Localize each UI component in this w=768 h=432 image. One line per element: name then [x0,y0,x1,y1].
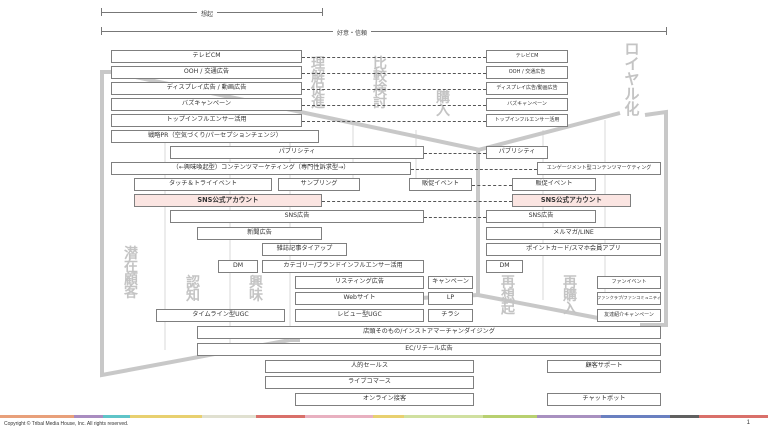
box-in-store: 店頭そのもの/インストアマーチャンダイジング [197,326,661,339]
connector-buzz [302,105,486,106]
stripe-segment [304,415,374,418]
box-right-referral: 友達紹介キャンペーン [597,309,661,322]
box-right-display: ディスプレイ広告/動画広告 [486,82,568,95]
stage-understanding: 理解促進 [311,56,325,111]
funnel-left-edge [100,70,291,378]
range-end-tick [322,8,323,16]
connector-content [411,169,537,170]
page-number: 1 [746,420,750,426]
footer-color-stripe [0,415,768,418]
connector-publicity [424,153,486,154]
funnel-right-arm [477,111,621,152]
stripe-segment [373,415,405,418]
connector-ooh [302,73,486,74]
box-buzz: バズキャンペーン [111,98,302,111]
copyright-text: Copyright © Tribal Media House, Inc. All… [4,421,129,427]
box-promo-event: 販促イベント [409,178,472,191]
box-right-fan-club: ファンクラブ/ファンコミュニティ [597,292,661,305]
box-right-top-influencer: トップインフルエンサー活用 [486,114,568,127]
range-recall: 想起 [101,9,323,18]
box-dm: DM [218,260,258,273]
stripe-segment [255,415,305,418]
box-top-influencer: トップインフルエンサー活用 [111,114,302,127]
box-display: ディスプレイ広告 / 動画広告 [111,82,302,95]
box-sns-ads: SNS広告 [170,210,424,223]
range-favorability: 好意・信頼 [101,28,667,37]
funnel-bottom-slope [477,293,599,320]
box-live-commerce: ライブコマース [265,376,474,389]
stripe-segment [670,415,699,418]
stripe-segment [404,415,484,418]
funnel-right-edge [640,109,668,327]
box-flyer: チラシ [428,309,473,322]
box-content-marketing: （←興味喚起型）コンテンツマーケティング（専門性訴求型→） [111,162,411,175]
range-start-tick [101,27,102,35]
stripe-segment [73,415,103,418]
box-website: Webサイト [295,292,424,305]
box-chatbot: チャットボット [547,393,661,406]
stripe-segment [483,415,538,418]
range-recall-label: 想起 [197,9,218,18]
stage-latent: 潜在顧客 [124,246,138,301]
range-start-tick [101,8,102,16]
box-customer-support: 顧客サポート [547,360,661,373]
stage-purchase: 購入 [436,90,450,119]
box-right-point-card: ポイントカード/スマホ会員アプリ [486,243,661,256]
box-right-buzz: バズキャンペーン [486,98,568,111]
box-ec-retail: EC/リテール広告 [197,343,661,356]
box-lp: LP [428,292,473,305]
stage-comparison: 比較検討 [373,56,387,111]
stripe-segment [537,415,602,418]
stripe-segment [698,415,768,418]
box-right-mailmag-line: メルマガ/LINE [486,227,661,240]
box-right-tvcm: テレビCM [486,50,568,63]
connector-display [302,89,486,90]
connector-tvcm [302,57,486,58]
box-right-engagement-content: エンゲージメント型コンテンツマーケティング [537,162,661,175]
stripe-segment [0,415,74,418]
box-ooh: OOH / 交通広告 [111,66,302,79]
range-favorability-label: 好意・信頼 [333,28,372,37]
box-right-sns-account: SNS公式アカウント [512,194,631,207]
box-right-dm: DM [486,260,523,273]
box-category-influencer: カテゴリー/ブランドインフルエンサー活用 [262,260,424,273]
box-strategic-pr: 戦略PR（空気づくり/パーセプションチェンジ） [111,130,319,143]
box-listing: リスティング広告 [295,276,424,289]
box-newspaper: 新聞広告 [197,227,322,240]
range-end-tick [666,27,667,35]
box-right-ooh: OOH / 交通広告 [486,66,568,79]
stage-repurchase: 再購入 [563,275,577,317]
box-campaign: キャンペーン [428,276,473,289]
connector-top-influencer [302,121,486,122]
stage-interest: 興味 [249,275,263,304]
box-tvcm: テレビCM [111,50,302,63]
stage-loyalty: ロイヤル化 [624,40,640,118]
box-timeline-ugc: タイムライン型UGC [156,309,285,322]
box-sns-account: SNS公式アカウント [134,194,322,207]
connector-sns-ads [424,217,486,218]
box-online-service: オンライン接客 [295,393,474,406]
connector-promo-event [472,185,512,186]
box-right-fan-event: ファンイベント [597,276,661,289]
box-magazine: 雑誌記事タイアップ [262,243,347,256]
box-publicity: パブリシティ [170,146,424,159]
box-right-sns-ads: SNS広告 [486,210,596,223]
connector-sns-account [322,201,512,202]
box-sampling: サンプリング [278,178,360,191]
box-touch-try: タッチ＆トライイベント [134,178,272,191]
stripe-segment [601,415,671,418]
stage-rerecall: 再想起 [501,275,515,317]
box-right-publicity: パブリシティ [486,146,548,159]
box-personal-sales: 人的セールス [265,360,474,373]
stripe-segment [102,415,130,418]
stage-awareness: 認知 [186,275,200,304]
stripe-segment [129,415,202,418]
box-right-promo-event: 販促イベント [512,178,596,191]
box-review-ugc: レビュー型UGC [295,309,424,322]
stripe-segment [201,415,256,418]
